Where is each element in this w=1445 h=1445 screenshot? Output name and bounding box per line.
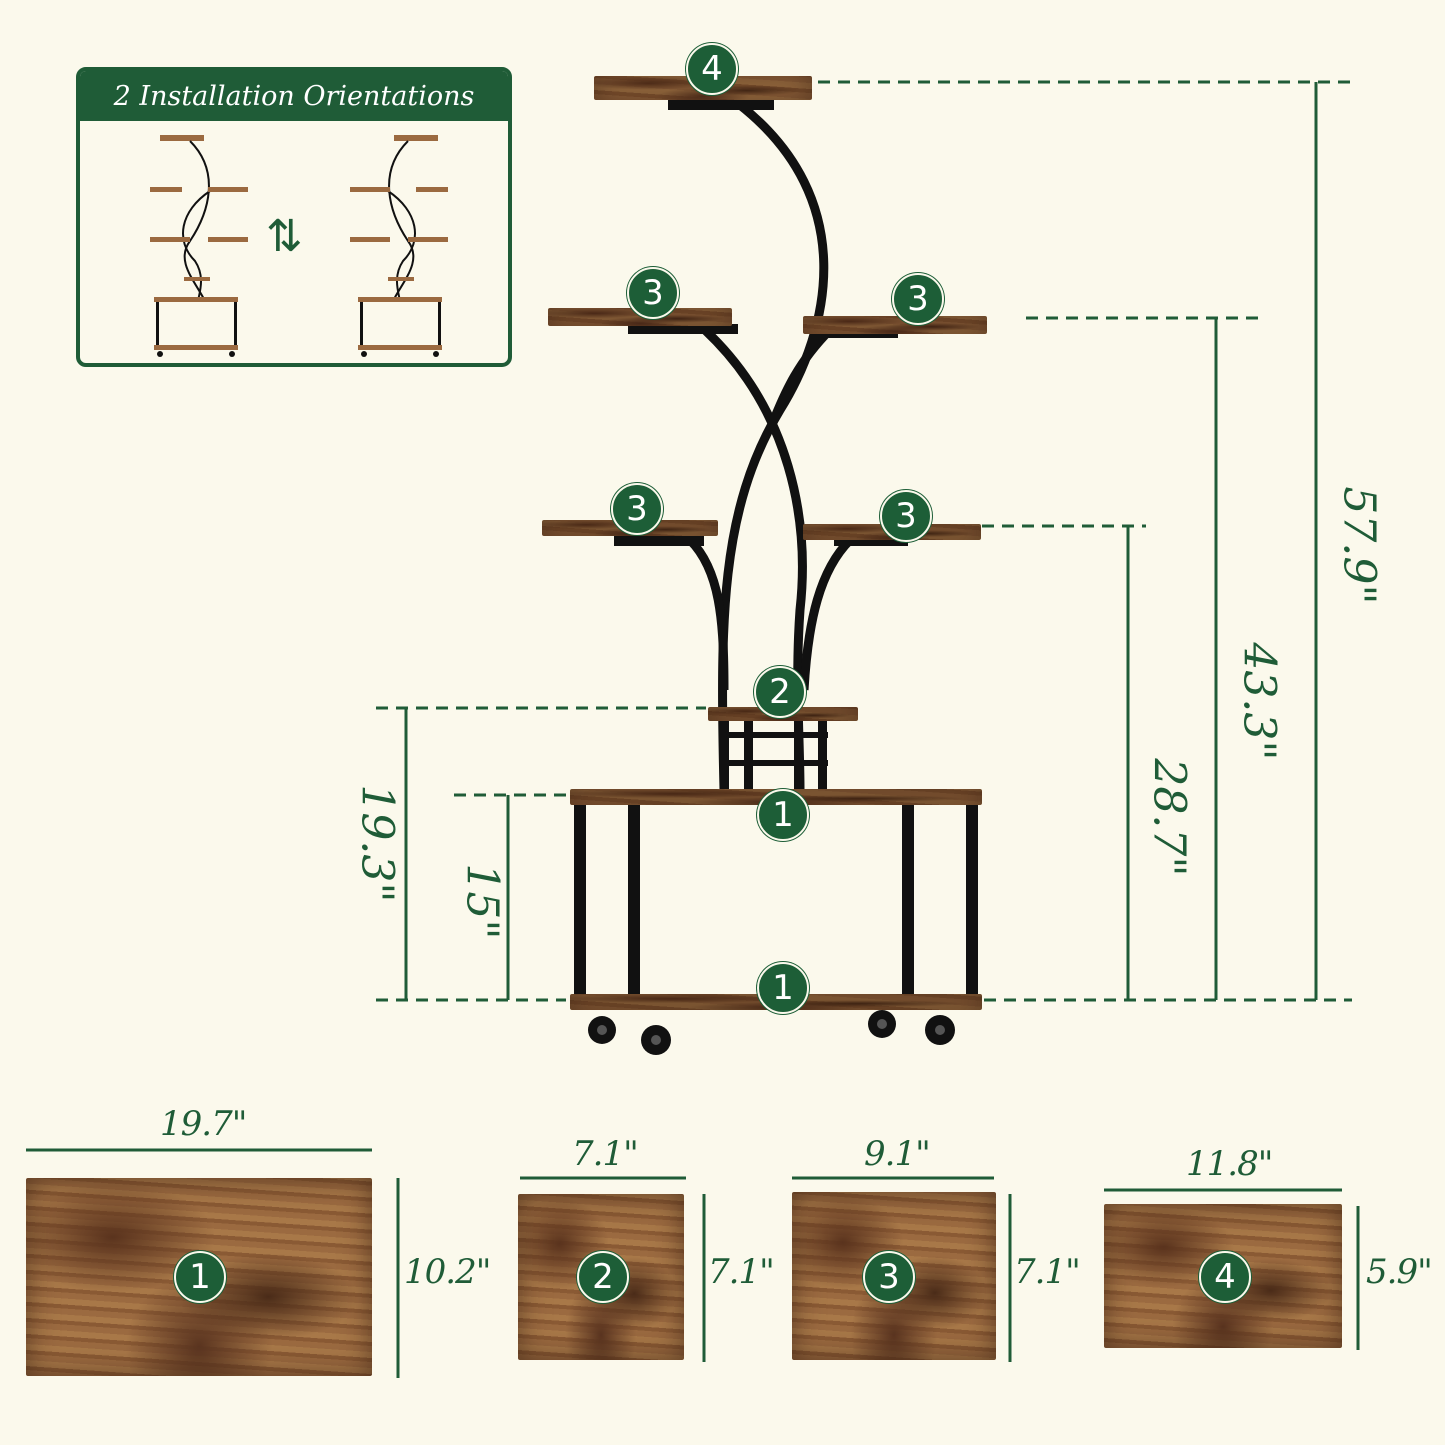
board-3-width: 9.1": [864, 1134, 931, 1174]
board-2-depth: 7.1": [708, 1252, 775, 1292]
board-2-badge: 2: [577, 1251, 629, 1303]
inset-title: 2 Installation Orientations: [80, 71, 508, 121]
height-cabinet-label: 15": [456, 863, 508, 940]
height-overall-label: 57.9": [1333, 486, 1385, 605]
installation-orientations-panel: 2 Installation Orientations: [76, 67, 512, 367]
board-4-width: 11.8": [1186, 1144, 1273, 1184]
board-3-depth: 7.1": [1014, 1252, 1081, 1292]
frame-branch-upper-right: [765, 326, 834, 432]
badge-shelf-4: 4: [686, 43, 738, 95]
orientation-b-stand: [350, 135, 448, 357]
badge-cabinet-top: 1: [757, 789, 809, 841]
shelf-upper-right: [803, 316, 987, 334]
height-tier2-label: 19.3": [351, 784, 403, 903]
board-1-width: 19.7": [160, 1104, 247, 1144]
board-4-depth: 5.9": [1366, 1252, 1433, 1292]
shelf-upper-left: [548, 308, 732, 326]
orientation-a-illustration: [150, 135, 448, 357]
dimension-guides: [376, 80, 1352, 1002]
frame-branch-right: [799, 536, 854, 691]
board-2-width: 7.1": [572, 1134, 639, 1174]
board-1-depth: 10.2": [404, 1252, 491, 1292]
height-second-tier-label: 28.7": [1143, 758, 1195, 877]
board-4-badge: 4: [1199, 1251, 1251, 1303]
badge-shelf-3-mid-left: 3: [611, 483, 663, 535]
badge-cabinet-bottom: 1: [757, 962, 809, 1014]
board-3-badge: 3: [863, 1251, 915, 1303]
swap-arrows-icon: ⇅: [266, 211, 303, 262]
badge-shelf-2: 2: [754, 666, 806, 718]
badge-shelf-3-left: 3: [627, 267, 679, 319]
badge-shelf-3-mid-right: 3: [880, 490, 932, 542]
orientation-a-stand: [150, 135, 248, 357]
caster-wheels: [588, 1010, 955, 1055]
badge-shelf-3-right: 3: [892, 273, 944, 325]
height-third-tier-label: 43.3": [1233, 642, 1285, 761]
board-1-badge: 1: [174, 1251, 226, 1303]
frame-branch-left: [686, 536, 729, 691]
